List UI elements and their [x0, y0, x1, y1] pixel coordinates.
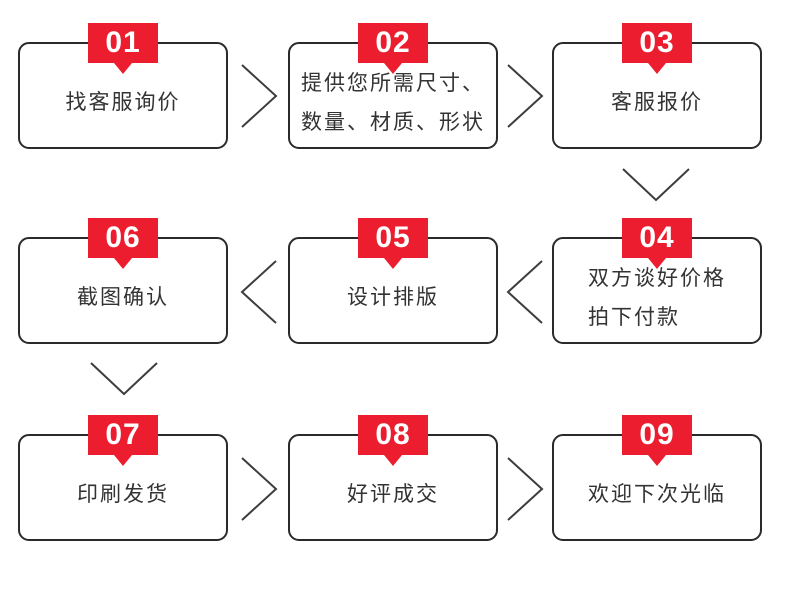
step-label: 印刷发货: [77, 482, 169, 506]
step-box-05: 05 设计排版: [288, 218, 498, 344]
arrow-right-icon: [505, 455, 545, 528]
step-label: 提供您所需尺寸、 数量、材质、形状: [301, 71, 485, 134]
step-label: 找客服询价: [65, 90, 181, 114]
arrow-down-icon: [88, 360, 160, 403]
step-number-badge: 04: [622, 218, 692, 258]
step-box-07: 07 印刷发货: [18, 415, 228, 541]
step-number-badge: 07: [88, 415, 158, 455]
arrow-left-icon: [239, 258, 279, 331]
arrow-right-icon: [505, 62, 545, 135]
step-number-badge: 06: [88, 218, 158, 258]
step-label: 截图确认: [77, 285, 169, 309]
arrow-right-icon: [239, 62, 279, 135]
step-number-badge: 02: [358, 23, 428, 63]
step-box-01: 01 找客服询价: [18, 23, 228, 149]
arrow-down-icon: [620, 166, 692, 209]
step-box-03: 03 客服报价: [552, 23, 762, 149]
step-label: 双方谈好价格 拍下付款: [588, 266, 726, 329]
step-label: 好评成交: [347, 482, 439, 506]
step-number-badge: 03: [622, 23, 692, 63]
step-number-badge: 01: [88, 23, 158, 63]
step-box-04: 04 双方谈好价格 拍下付款: [552, 218, 762, 344]
step-number-badge: 08: [358, 415, 428, 455]
arrow-right-icon: [239, 455, 279, 528]
step-box-02: 02 提供您所需尺寸、 数量、材质、形状: [288, 23, 498, 149]
step-label: 设计排版: [347, 285, 439, 309]
step-box-08: 08 好评成交: [288, 415, 498, 541]
step-label: 客服报价: [611, 90, 703, 114]
arrow-left-icon: [505, 258, 545, 331]
step-number-badge: 09: [622, 415, 692, 455]
step-label: 欢迎下次光临: [588, 482, 726, 506]
step-box-09: 09 欢迎下次光临: [552, 415, 762, 541]
step-box-06: 06 截图确认: [18, 218, 228, 344]
step-number-badge: 05: [358, 218, 428, 258]
